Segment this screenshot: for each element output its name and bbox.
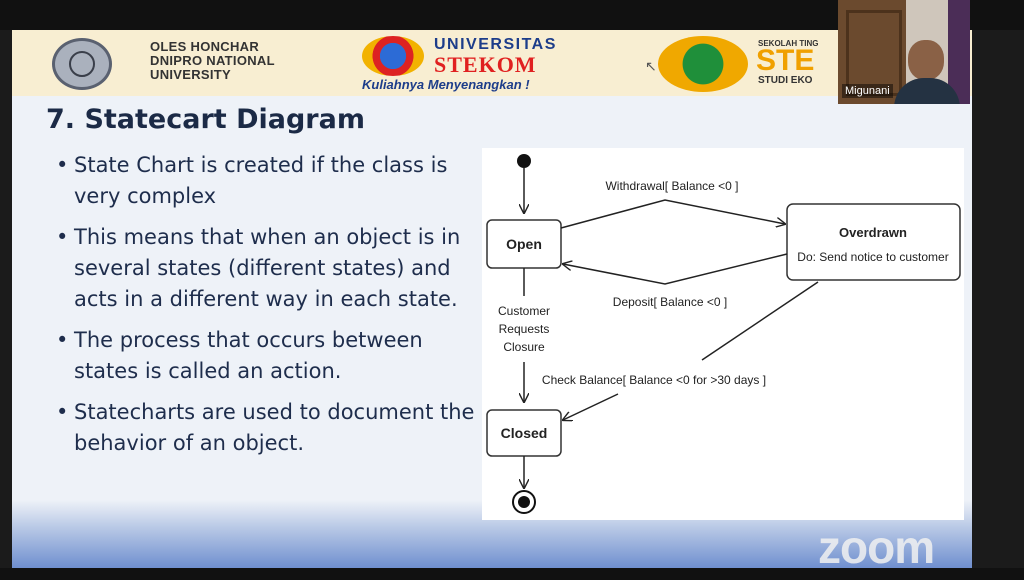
bullet-list: •State Chart is created if the class is … — [56, 150, 486, 469]
transition-deposit-label: Deposit[ Balance <0 ] — [613, 295, 727, 309]
sttekom-gear-logo-icon — [658, 36, 748, 92]
video-curtain — [948, 0, 970, 104]
statechart-diagram: Open Overdrawn Do: Send notice to custom… — [482, 148, 964, 520]
video-person-head — [908, 40, 944, 80]
universitas-text: UNIVERSITAS — [434, 36, 557, 53]
statechart-svg: Open Overdrawn Do: Send notice to custom… — [486, 154, 961, 514]
sekolah-text: SEKOLAH TING — [758, 39, 819, 48]
participant-video-tile[interactable]: Migunani — [838, 0, 970, 104]
bullet-item: •State Chart is created if the class is … — [56, 150, 486, 212]
stekom-gear-logo-icon — [362, 36, 424, 76]
bullet-dot-icon: • — [56, 153, 69, 177]
transition-deposit — [563, 253, 788, 285]
bullet-dot-icon: • — [56, 225, 69, 249]
transition-closure-label-2: Requests — [499, 322, 550, 336]
oles-honchar-logo-icon — [52, 38, 112, 90]
bullet-dot-icon: • — [56, 400, 69, 424]
ste-text: STE — [756, 44, 815, 77]
zoom-bottom-bar — [0, 568, 1024, 580]
slide-title: 7. Statecart Diagram — [46, 104, 365, 135]
state-open-label: Open — [506, 236, 542, 252]
bullet-item: •The process that occurs between states … — [56, 325, 486, 387]
studi-text: STUDI EKO — [758, 75, 813, 86]
state-overdrawn-action: Do: Send notice to customer — [797, 250, 948, 264]
transition-withdrawal — [560, 199, 785, 229]
mouse-cursor-icon: ↖ — [645, 58, 657, 74]
bullet-dot-icon: • — [56, 328, 69, 352]
bullet-item: •This means that when an object is in se… — [56, 222, 486, 315]
stekom-text: STEKOM — [434, 52, 537, 77]
transition-check-balance-label: Check Balance[ Balance <0 for >30 days ] — [542, 373, 766, 387]
initial-state-icon — [517, 154, 531, 168]
transition-closure-label-1: Customer — [498, 304, 550, 318]
stekom-motto: Kuliahnya Menyenangkan ! — [362, 77, 530, 92]
zoom-watermark-logo: zoom — [818, 521, 935, 573]
participant-name: Migunani — [842, 84, 893, 98]
state-overdrawn-label: Overdrawn — [839, 225, 907, 240]
transition-check-balance-upper — [701, 281, 819, 361]
video-bookshelf — [838, 0, 906, 104]
transition-closure-label-3: Closure — [503, 340, 545, 354]
transition-check-balance-lower — [563, 393, 619, 420]
bullet-item: •Statecharts are used to document the be… — [56, 397, 486, 459]
slide-banner: OLES HONCHAR DNIPRO NATIONAL UNIVERSITY … — [12, 30, 972, 96]
shared-slide: OLES HONCHAR DNIPRO NATIONAL UNIVERSITY … — [12, 30, 972, 568]
final-state-inner-icon — [518, 496, 530, 508]
zoom-right-gutter — [972, 30, 1024, 568]
state-overdrawn — [786, 203, 961, 281]
state-closed-label: Closed — [501, 425, 548, 441]
oles-honchar-text: OLES HONCHAR DNIPRO NATIONAL UNIVERSITY — [150, 39, 275, 82]
transition-withdrawal-label: Withdrawal[ Balance <0 ] — [605, 179, 738, 193]
